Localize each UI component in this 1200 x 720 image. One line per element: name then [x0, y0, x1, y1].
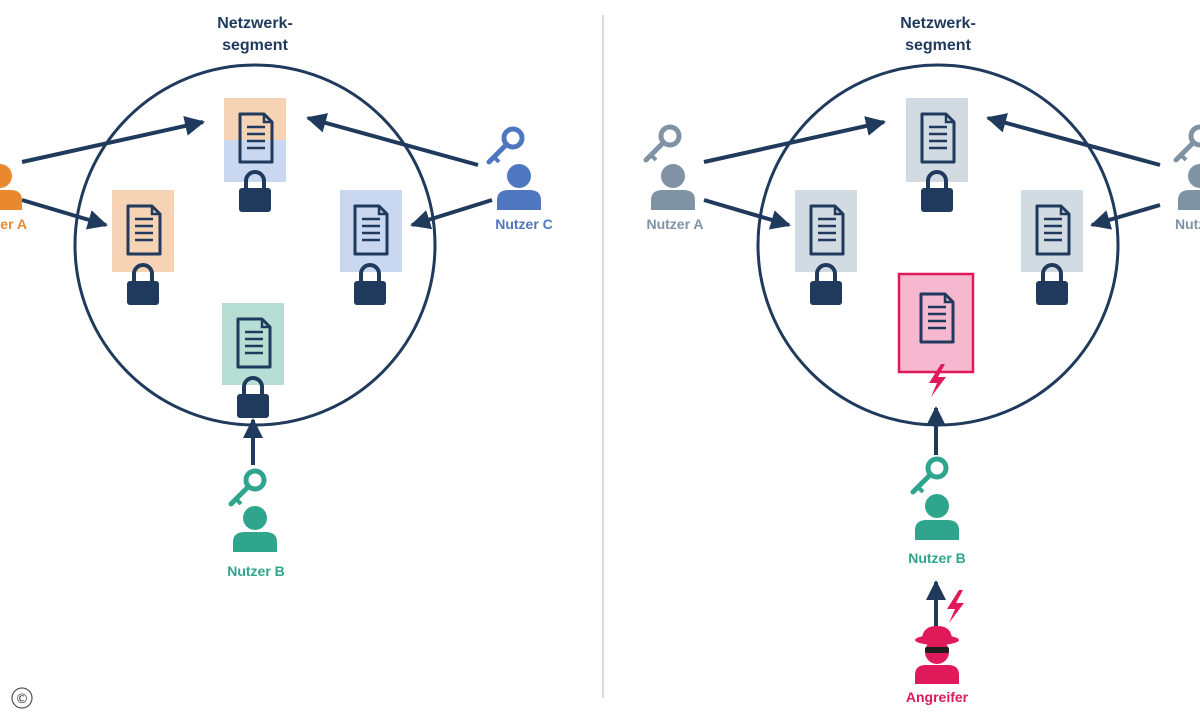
right-document-top — [906, 98, 968, 214]
right-user-c-label: Nutzer C — [1175, 216, 1200, 232]
arrow-user-a-to-top — [703, 116, 886, 164]
right-document-right — [1021, 190, 1083, 307]
arrow-user-a-to-left — [21, 198, 108, 230]
key-icon — [231, 471, 264, 504]
arrow-user-a-to-left — [703, 198, 791, 230]
left-user-a-label: Nutzer A — [0, 216, 27, 232]
right-panel: Netzwerk- segment — [646, 15, 1200, 705]
copyright-symbol: © — [16, 692, 29, 707]
key-icon — [1176, 127, 1200, 160]
person-icon — [0, 164, 22, 210]
person-icon — [651, 164, 695, 210]
person-icon — [497, 164, 541, 210]
right-user-a-label: Nutzer A — [646, 216, 703, 232]
right-user-c: Nutzer C — [1175, 127, 1200, 232]
left-user-b: Nutzer B — [227, 471, 285, 579]
left-user-c-label: Nutzer C — [495, 216, 553, 232]
left-segment-label-line2: segment — [222, 37, 288, 54]
right-attacker: Angreifer — [906, 626, 969, 705]
left-user-b-label: Nutzer B — [227, 563, 285, 579]
person-icon — [915, 494, 959, 540]
left-user-a: Nutzer A — [0, 164, 27, 232]
person-icon — [1178, 164, 1200, 210]
key-icon — [489, 129, 522, 162]
right-user-b: Nutzer B — [908, 459, 966, 566]
arrow-user-c-to-top — [986, 113, 1161, 167]
arrow-user-c-to-right — [1090, 203, 1161, 230]
arrow-user-a-to-top — [21, 116, 205, 164]
left-document-top — [224, 98, 286, 214]
right-document-left — [795, 190, 857, 307]
left-document-right — [340, 190, 402, 307]
right-user-b-label: Nutzer B — [908, 550, 966, 566]
arrow-user-c-to-right — [410, 198, 493, 230]
person-icon — [233, 506, 277, 552]
right-segment-label-line1: Netzwerk- — [900, 15, 976, 32]
left-segment-label-line1: Netzwerk- — [217, 15, 293, 32]
left-user-c: Nutzer C — [489, 129, 553, 232]
key-icon — [913, 459, 946, 492]
hat-crown — [922, 626, 952, 640]
left-document-bottom — [222, 303, 284, 420]
attacker-label: Angreifer — [906, 689, 969, 705]
copyright-badge: © — [11, 687, 33, 709]
right-document-compromised — [897, 272, 975, 397]
right-segment-label-line2: segment — [905, 37, 971, 54]
left-document-left — [112, 190, 174, 307]
right-user-a: Nutzer A — [646, 127, 704, 232]
arrow-user-c-to-top — [306, 113, 479, 167]
key-icon — [646, 127, 679, 160]
lightning-icon — [947, 590, 964, 623]
sunglasses-icon — [925, 647, 949, 653]
left-panel: Netzwerk- segment — [0, 15, 553, 579]
